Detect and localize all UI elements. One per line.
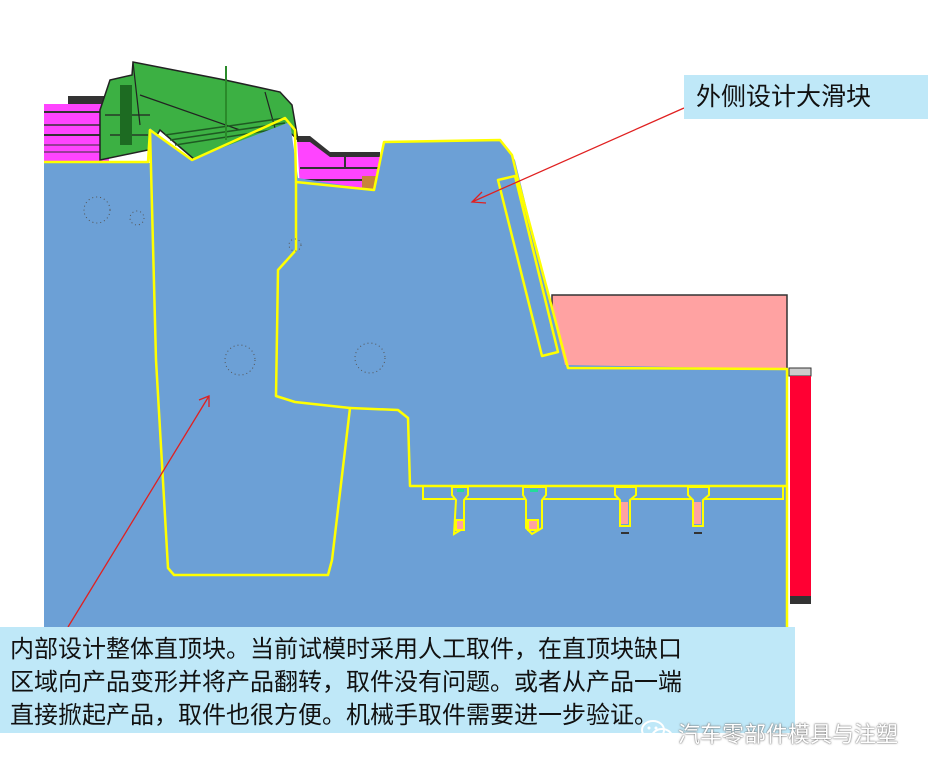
- ejector-pins: [422, 485, 784, 536]
- inner-lifter-callout: 内部设计整体直顶块。当前试模时采用人工取件，在直顶块缺口 区域向产品变形并将产品…: [0, 627, 795, 733]
- side-plate: [788, 367, 812, 604]
- middle-slider-layers: [297, 136, 380, 190]
- inner-lifter-line-3: 直接掀起产品，取件也很方便。机械手取件需要进一步验证。: [10, 701, 658, 729]
- watermark-text: 汽车零部件模具与注塑: [678, 723, 899, 748]
- left-slider-layers: [44, 96, 110, 162]
- annotation-arrows: [67, 107, 685, 628]
- inner-lifter-line-2: 区域向产品变形并将产品翻转，取件没有问题。或者从产品一端: [10, 668, 682, 696]
- clamp-plate: [551, 294, 788, 370]
- outer-slider-callout: 外侧设计大滑块: [684, 75, 928, 119]
- watermark: 汽车零部件模具与注塑: [640, 716, 898, 750]
- outer-slider-label: 外侧设计大滑块: [696, 82, 872, 111]
- mold-base: [44, 122, 787, 630]
- inner-lifter-line-1: 内部设计整体直顶块。当前试模时采用人工取件，在直顶块缺口: [10, 635, 682, 663]
- hole-markings: [83, 196, 386, 376]
- wechat-icon: [641, 720, 673, 746]
